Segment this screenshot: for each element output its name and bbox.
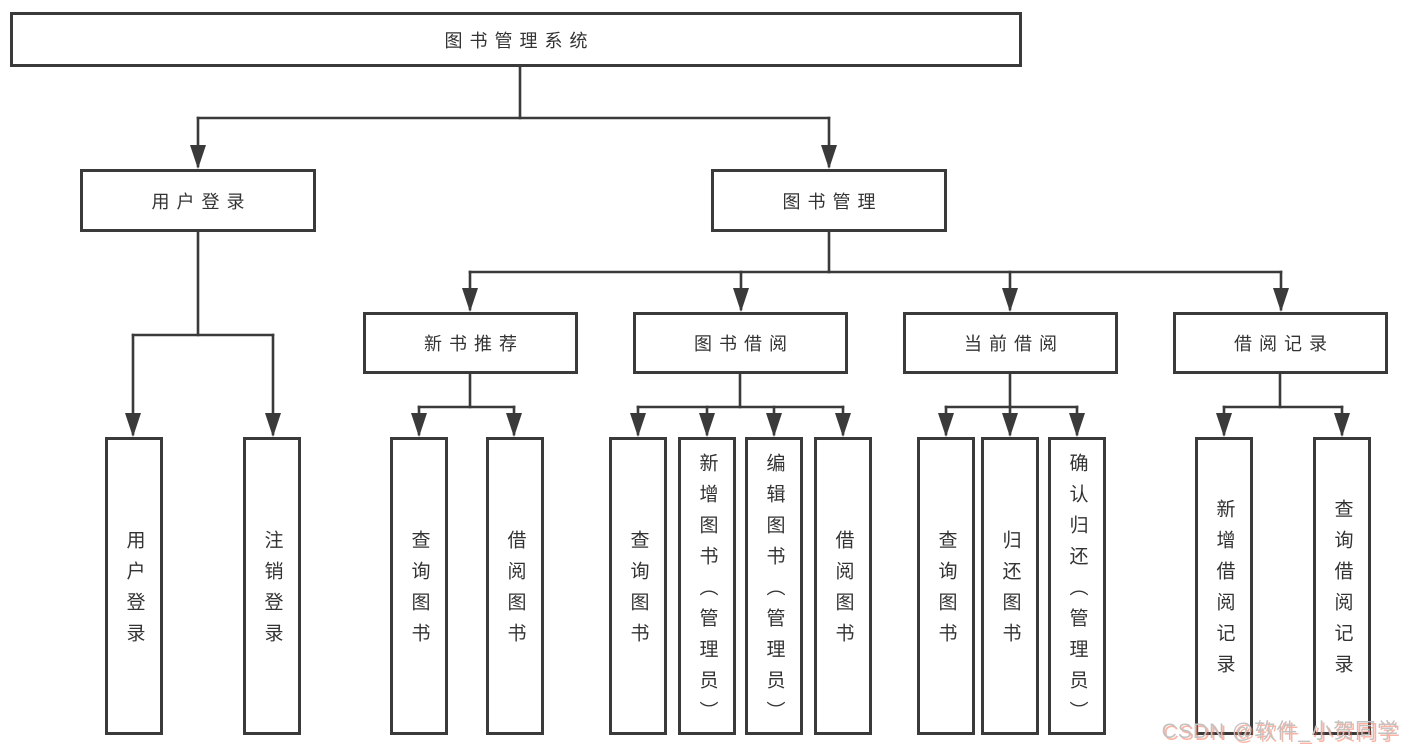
leaf-label: 查询图书 [627,530,649,654]
node-module-borrow-records: 借阅记录 [1173,312,1388,374]
csdn-watermark: CSDN @软件_小贺同学 [1161,720,1399,743]
leaf-borrow-books-1: 借阅图书 [486,437,544,735]
node-module-label: 借阅记录 [1234,334,1334,354]
node-module-label: 新书推荐 [424,334,524,354]
leaf-label: 确认归还（管理员） [1066,452,1088,732]
node-root-label: 图书管理系统 [444,30,595,51]
node-module-label: 当前借阅 [964,334,1064,354]
node-user-login: 用户登录 [80,169,316,232]
leaf-user-login: 用户登录 [105,437,163,735]
leaf-logout: 注销登录 [243,437,301,735]
leaf-label: 借阅图书 [504,530,526,654]
node-user-login-label: 用户登录 [151,191,252,212]
leaf-label: 新增图书（管理员） [696,452,718,732]
leaf-label: 编辑图书（管理员） [763,452,785,732]
leaf-add-borrow-record: 新增借阅记录 [1195,437,1253,735]
leaf-label: 查询图书 [408,530,430,654]
leaf-query-books-1: 查询图书 [390,437,448,735]
leaf-query-books-2: 查询图书 [609,437,667,735]
leaf-label: 新增借阅记录 [1213,499,1235,685]
node-book-mgmt: 图书管理 [711,169,947,232]
leaf-label: 归还图书 [999,530,1021,654]
leaf-return-books: 归还图书 [981,437,1039,735]
leaf-query-books-3: 查询图书 [917,437,975,735]
leaf-label: 查询借阅记录 [1331,499,1353,685]
node-module-new-books: 新书推荐 [363,312,578,374]
leaf-add-books-admin: 新增图书（管理员） [678,437,736,735]
node-book-mgmt-label: 图书管理 [782,191,883,212]
arrowheads [125,145,1350,437]
leaf-label: 注销登录 [261,530,283,654]
node-module-current-borrow: 当前借阅 [903,312,1118,374]
leaf-label: 查询图书 [935,530,957,654]
node-module-book-borrow: 图书借阅 [633,312,848,374]
node-root: 图书管理系统 [10,12,1022,67]
connector-paths [131,65,1344,436]
leaf-label: 借阅图书 [832,530,854,654]
leaf-edit-books-admin: 编辑图书（管理员） [745,437,803,735]
leaf-query-borrow-record: 查询借阅记录 [1313,437,1371,735]
leaf-label: 用户登录 [123,530,145,654]
leaf-borrow-books-2: 借阅图书 [814,437,872,735]
node-module-label: 图书借阅 [694,334,794,354]
leaf-confirm-return-admin: 确认归还（管理员） [1048,437,1106,735]
